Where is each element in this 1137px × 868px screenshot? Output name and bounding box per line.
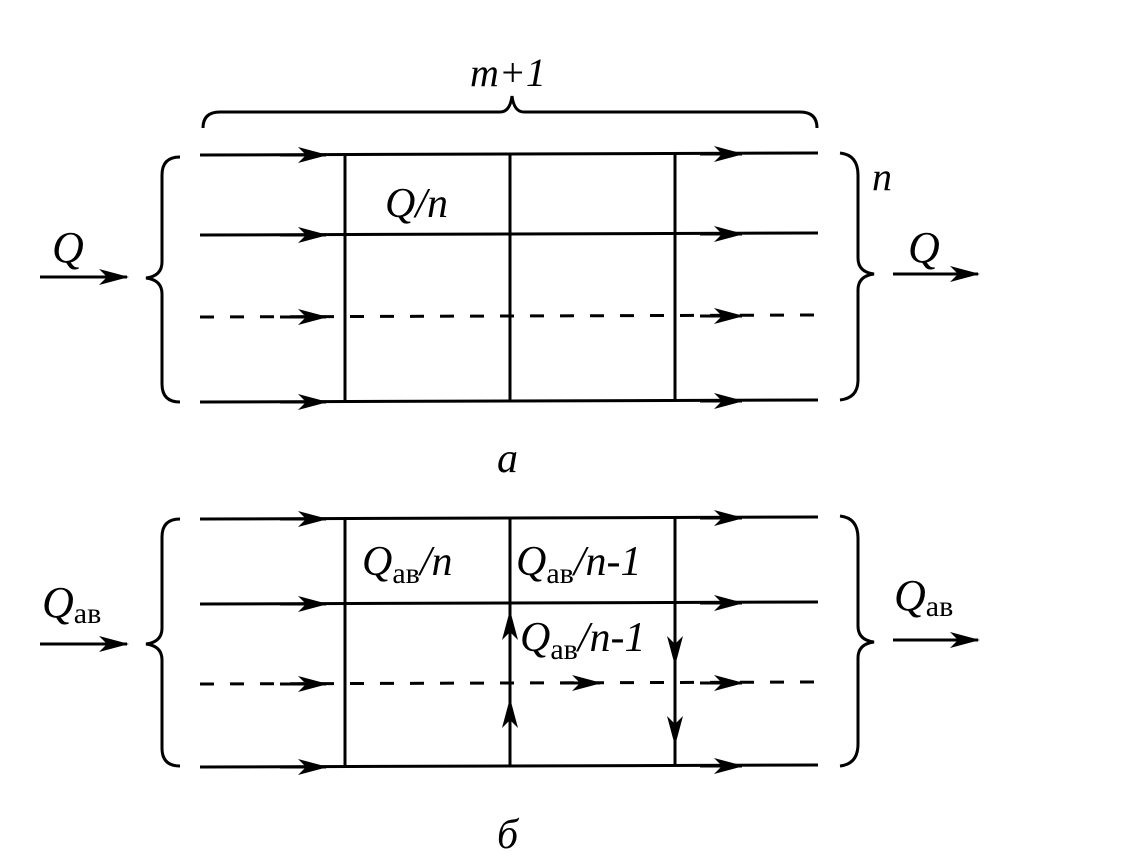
- sections-a: [343, 154, 677, 402]
- cell-label-qav-over-n: Qав/n: [362, 539, 453, 590]
- right-brace-label-n: n: [872, 154, 892, 199]
- outflow-label: Q: [908, 223, 940, 272]
- left-brace: [145, 517, 181, 768]
- top-brace-label: m+1: [470, 50, 546, 95]
- right-brace: [839, 514, 875, 768]
- outflow-label: Qав: [894, 571, 953, 623]
- panel-b: Qав Qав: [40, 510, 980, 858]
- cell-label-qav-over-n-minus-1: Qав/n-1: [516, 539, 641, 590]
- cell-label-q-over-n: Q/n: [385, 181, 448, 227]
- panel-a: m+1 n Q Q: [40, 50, 980, 482]
- caption-a: a: [497, 436, 518, 482]
- left-brace: [145, 155, 181, 404]
- inflow-label: Qав: [42, 578, 101, 630]
- crossflow-label-qav-over-n-minus-1: Qав/n-1: [520, 615, 645, 666]
- right-brace: [839, 151, 875, 402]
- top-brace: [201, 95, 819, 129]
- caption-b: б: [497, 812, 520, 858]
- inflow-label: Q: [52, 223, 84, 272]
